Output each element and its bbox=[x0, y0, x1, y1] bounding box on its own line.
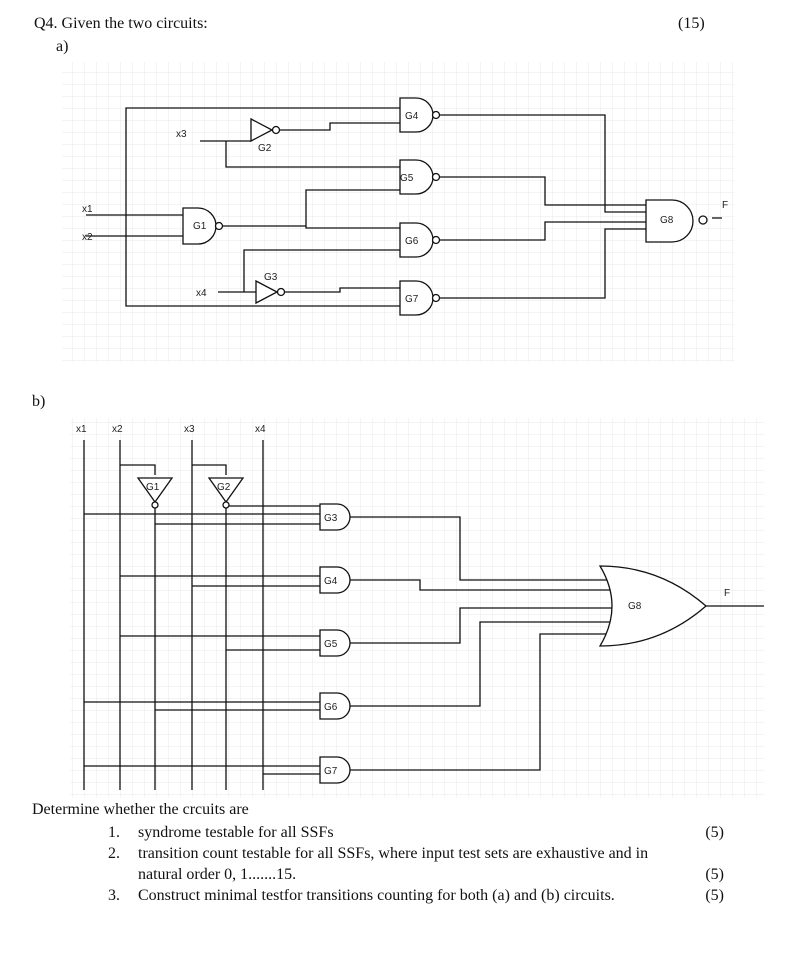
gate-a-g1: G1 bbox=[182, 207, 224, 245]
list-item: 3. Construct minimal testfor transitions… bbox=[108, 887, 724, 904]
gate-a-g4: G4 bbox=[399, 97, 441, 133]
svg-text:G4: G4 bbox=[324, 576, 338, 587]
gate-b-g5: G5 bbox=[319, 629, 351, 657]
gate-a-g3: G3 bbox=[255, 272, 286, 305]
part-b-label: b) bbox=[32, 393, 46, 410]
wire-g2-to-g4 bbox=[276, 122, 400, 131]
wire-g7-to-g8 bbox=[436, 228, 646, 299]
svg-text:G5: G5 bbox=[324, 639, 338, 650]
svg-text:G3: G3 bbox=[324, 513, 338, 524]
label-a-x2: x2 bbox=[82, 232, 93, 243]
gate-a-g2: G2 bbox=[250, 117, 281, 154]
svg-text:G5: G5 bbox=[400, 173, 414, 184]
wire-x3-to-g5 bbox=[225, 141, 400, 168]
label-a-x1: x1 bbox=[82, 204, 93, 215]
label-b-x3: x3 bbox=[184, 424, 195, 435]
gate-b-g4: G4 bbox=[319, 566, 351, 594]
tap-x3-to-g2 bbox=[192, 464, 227, 475]
wire-g1-to-g5 bbox=[214, 189, 400, 227]
wire-g5-to-g8 bbox=[350, 607, 614, 644]
gate-a-g8: G8 bbox=[645, 199, 708, 243]
wire-g1-to-g6 bbox=[305, 226, 400, 229]
svg-text:G3: G3 bbox=[264, 272, 278, 283]
gate-b-g1: G1 bbox=[136, 477, 174, 509]
question-title: Q4. Given the two circuits: bbox=[34, 15, 208, 32]
svg-text:G8: G8 bbox=[628, 601, 642, 612]
label-a-output-f: F bbox=[722, 200, 728, 211]
label-b-x2: x2 bbox=[112, 424, 123, 435]
svg-text:G4: G4 bbox=[405, 111, 419, 122]
list-item: 1. syndrome testable for all SSFs (5) bbox=[108, 824, 724, 841]
label-b-x4: x4 bbox=[255, 424, 266, 435]
svg-text:G1: G1 bbox=[193, 221, 207, 232]
gate-a-g5: G5 bbox=[399, 159, 441, 195]
question-marks: (15) bbox=[678, 15, 705, 32]
svg-text:G1: G1 bbox=[146, 482, 160, 493]
label-b-output-f: F bbox=[724, 588, 730, 599]
wire-g4-to-g8 bbox=[350, 579, 610, 591]
svg-text:G2: G2 bbox=[258, 143, 272, 154]
wire-g6-to-g8 bbox=[436, 221, 646, 241]
wire-g7-to-g8 bbox=[350, 633, 610, 771]
svg-text:G8: G8 bbox=[660, 215, 674, 226]
svg-text:G6: G6 bbox=[324, 702, 338, 713]
wire-g3-to-g8 bbox=[350, 516, 610, 581]
wire-x4-to-g6 bbox=[243, 249, 400, 292]
tap-x2-to-g1 bbox=[120, 464, 156, 475]
gate-b-g3: G3 bbox=[319, 503, 351, 531]
list-item: natural order 0, 1.......15. (5) bbox=[138, 866, 724, 883]
label-b-x1: x1 bbox=[76, 424, 87, 435]
gate-b-g8: G8 bbox=[598, 565, 707, 647]
svg-text:G6: G6 bbox=[405, 236, 419, 247]
svg-text:G2: G2 bbox=[217, 482, 231, 493]
circuit-a-diagram: G1 G2 G3 G4 G5 G6 G7 G8 x1 x2 x3 x4 F bbox=[62, 62, 734, 362]
part-a-label: a) bbox=[56, 38, 69, 55]
label-a-x4: x4 bbox=[196, 288, 207, 299]
gate-b-g2: G2 bbox=[207, 477, 245, 509]
gate-b-g6: G6 bbox=[319, 692, 351, 720]
wire-g5-to-g8 bbox=[436, 176, 646, 206]
list-item: 2. transition count testable for all SSF… bbox=[108, 845, 649, 862]
svg-text:G7: G7 bbox=[405, 294, 419, 305]
wire-x1-to-g4 bbox=[125, 107, 400, 215]
instructions-list: 1. syndrome testable for all SSFs (5) 2.… bbox=[108, 822, 728, 906]
gate-a-g6: G6 bbox=[399, 222, 441, 258]
instructions-intro: Determine whether the crcuits are bbox=[32, 801, 249, 818]
wire-g4-to-g8 bbox=[436, 114, 646, 213]
circuit-b-diagram: G1 G2 G3 G4 G5 G6 G7 G8 x1 x2 x3 x4 F bbox=[70, 418, 764, 798]
label-a-x3: x3 bbox=[176, 129, 187, 140]
gate-b-g7: G7 bbox=[319, 756, 351, 784]
wire-g3-to-g7 bbox=[282, 287, 400, 293]
gate-a-g7: G7 bbox=[399, 280, 441, 316]
svg-text:G7: G7 bbox=[324, 766, 338, 777]
wire-x1-to-g7 bbox=[125, 215, 400, 307]
wire-g6-to-g8 bbox=[350, 621, 614, 707]
